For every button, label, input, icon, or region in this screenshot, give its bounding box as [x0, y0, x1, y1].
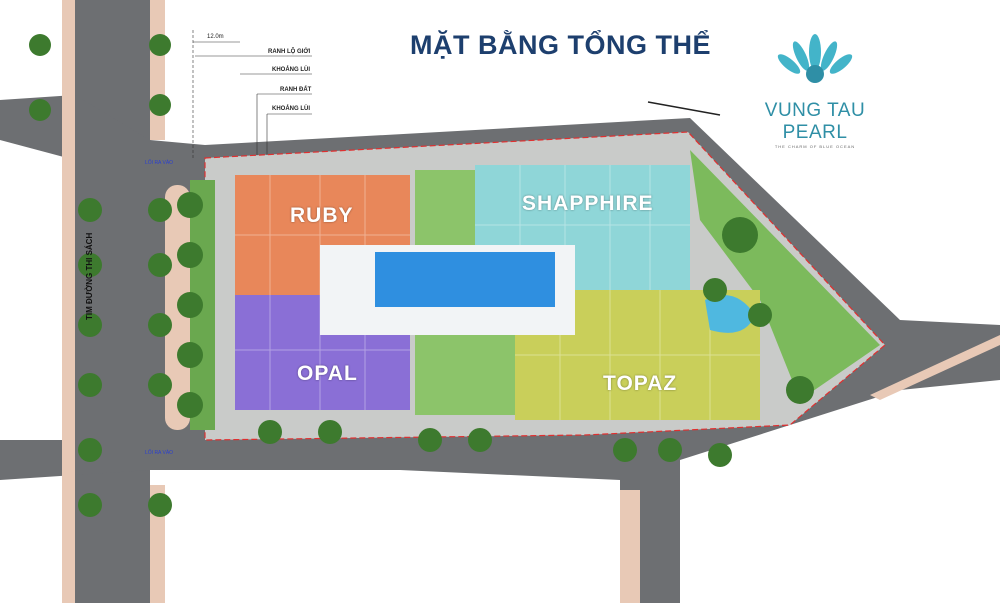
legend-lines [192, 30, 312, 160]
trees [29, 34, 814, 517]
note-khoang-lui-1: KHOẢNG LÙI [272, 67, 310, 73]
gate-label-top: LỐI RA VÀO [145, 160, 174, 166]
swimming-pool [375, 252, 555, 307]
north-arrow-icon [647, 101, 721, 116]
logo: VUNG TAU PEARL THE CHARM OF BLUE OCEAN [735, 40, 895, 149]
label-topaz: TOPAZ [603, 372, 678, 395]
gate-label-bottom: LỐI RA VÀO [145, 450, 174, 456]
green-corner [690, 150, 880, 400]
street-label: TIM ĐƯỜNG THI SÁCH [85, 232, 94, 320]
garden-bottom [415, 335, 515, 415]
note-ranh-lo-gioi: RANH LỘ GIỚI [268, 49, 311, 55]
note-ranh-dat: RANH ĐẤT [280, 87, 312, 93]
logo-tagline: THE CHARM OF BLUE OCEAN [774, 144, 856, 149]
small-pool [705, 295, 755, 333]
note-khoang-lui-2: KHOẢNG LÙI [272, 106, 310, 112]
dimension-label: 12.0m [207, 34, 224, 40]
page-title: MẶT BẰNG TỔNG THỂ [410, 30, 711, 60]
label-ruby: RUBY [290, 204, 354, 227]
garden-top [415, 170, 475, 245]
logo-name: VUNG TAU PEARL [764, 100, 866, 143]
lotus-logo-icon [777, 34, 853, 83]
sidewalks [62, 0, 1000, 603]
label-opal: OPAL [297, 362, 358, 385]
label-shapphire: SHAPPHIRE [522, 192, 654, 215]
